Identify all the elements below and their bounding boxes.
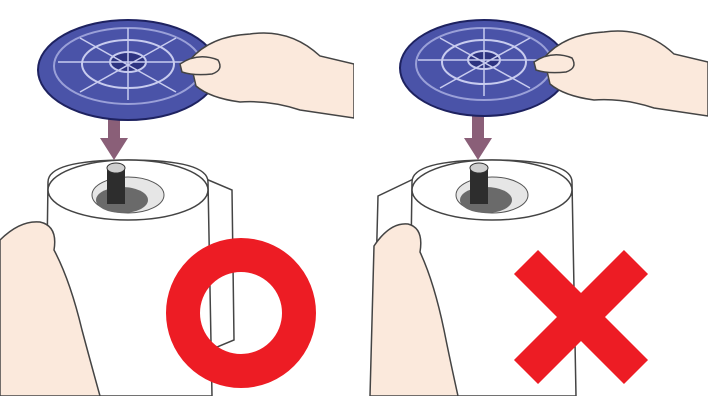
- hand-holding-hub: [544, 31, 708, 116]
- incorrect-panel: [354, 0, 708, 396]
- hand-holding-hub: [190, 33, 354, 118]
- correct-panel: [0, 0, 354, 396]
- incorrect-illustration: [354, 0, 708, 396]
- correct-illustration: [0, 0, 354, 396]
